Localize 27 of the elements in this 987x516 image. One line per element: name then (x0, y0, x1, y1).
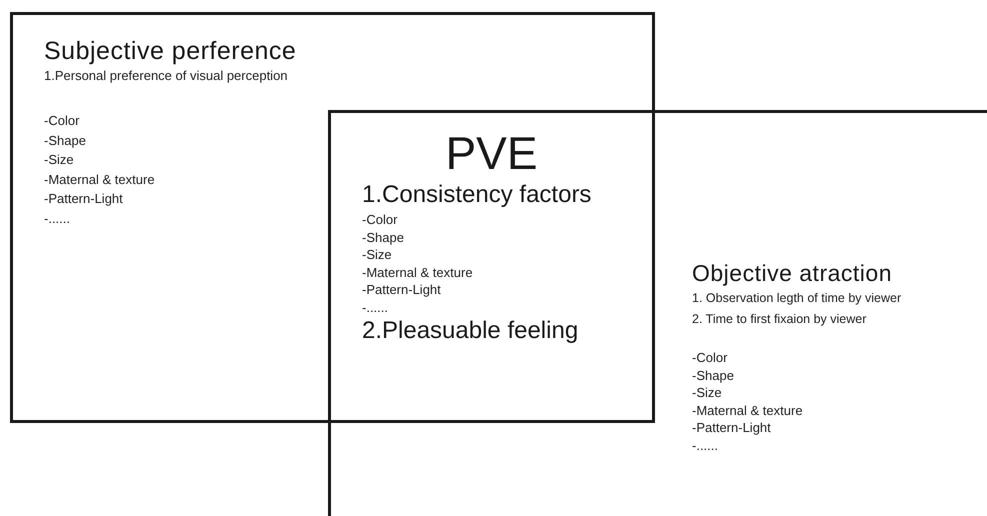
subjective-box (10, 12, 655, 423)
list-item: -Shape (362, 228, 404, 246)
list-item: -...... (692, 436, 718, 454)
list-item: -...... (44, 210, 70, 228)
list-item: -Size (362, 246, 392, 264)
section-heading: 2.Pleasuable feeling (362, 316, 578, 346)
list-item: -Color (692, 349, 728, 366)
list-item: 2. Time to first fixaion by viewer (692, 311, 866, 328)
list-item: -Size (44, 151, 74, 169)
list-item: -...... (362, 298, 388, 316)
section-heading: 1.Consistency factors (362, 180, 592, 210)
list-item: -Size (692, 384, 722, 402)
list-item: -Maternal & texture (44, 170, 155, 188)
box-title: Subjective perference (44, 36, 296, 67)
list-item: -Pattern-Light (362, 281, 441, 298)
list-item: -Shape (692, 366, 734, 384)
list-item: -Maternal & texture (362, 264, 473, 281)
list-item: -Pattern-Light (692, 419, 771, 436)
box-title: Objective atraction (692, 259, 892, 288)
list-item: -Pattern-Light (44, 190, 123, 208)
list-item: -Color (44, 112, 80, 130)
list-item: -Shape (44, 132, 86, 150)
list-item: 1. Observation legth of time by viewer (692, 290, 902, 307)
list-item: -Maternal & texture (692, 402, 803, 419)
center-title: PVE (444, 127, 539, 179)
list-item: -Color (362, 211, 398, 228)
box-subtitle: 1.Personal preference of visual perception (44, 67, 288, 85)
